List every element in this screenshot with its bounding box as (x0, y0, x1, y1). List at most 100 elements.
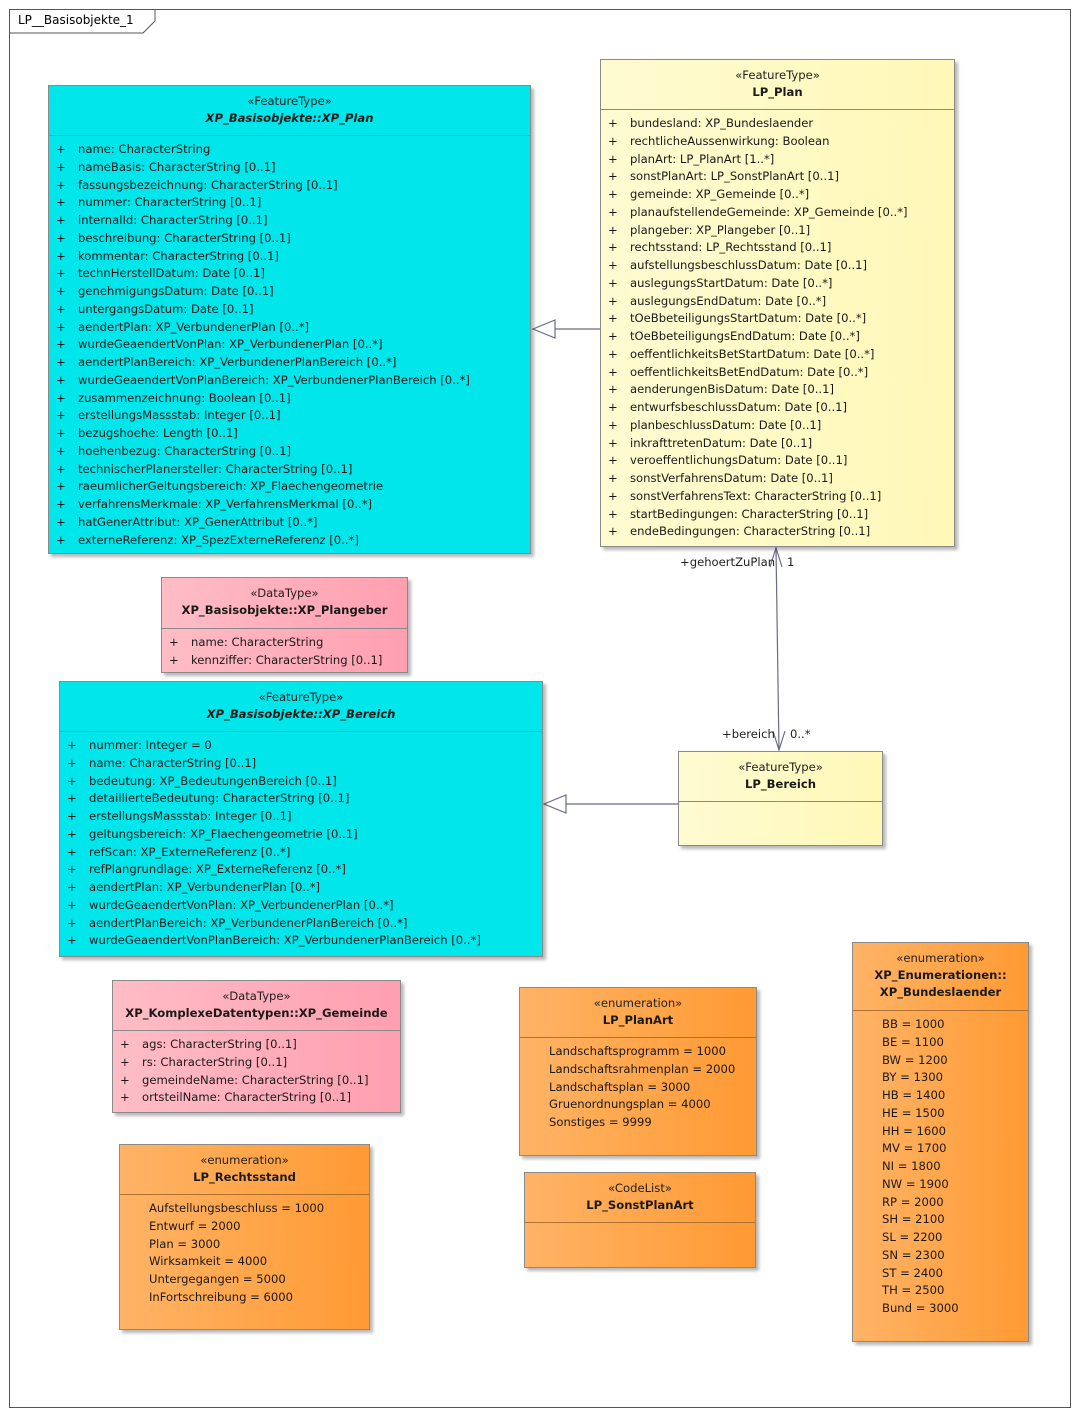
visibility-marker: + (56, 408, 66, 423)
attribute: +planbeschlussDatum: Date [0..1] (601, 417, 954, 435)
visibility-marker: + (608, 116, 618, 130)
attribute-text: plangeber: XP_Plangeber [0..1] (630, 222, 811, 237)
attribute-text: oeffentlichkeitsBetStartDatum: Date [0..… (630, 346, 875, 361)
attribute-text: bedeutung: XP_BedeutungenBereich [0..1] (89, 773, 337, 788)
role-gehoertzuplan: +gehoertZuPlan (680, 555, 776, 569)
enum-literal: BY = 1300 (853, 1069, 1028, 1087)
attribute: +oeffentlichkeitsBetStartDatum: Date [0.… (601, 346, 954, 364)
visibility-marker: + (608, 169, 618, 184)
attribute: +auslegungsStartDatum: Date [0..*] (601, 275, 954, 293)
class-xp-plan[interactable]: «FeatureType» XP_Basisobjekte::XP_Plan +… (48, 85, 531, 554)
attribute-text: technHerstellDatum: Date [0..1] (78, 266, 265, 281)
stereotype: «FeatureType» (738, 760, 823, 774)
class-xp-bereich[interactable]: «FeatureType» XP_Basisobjekte::XP_Bereic… (59, 681, 543, 957)
attribute-text: verfahrensMerkmale: XP_VerfahrensMerkmal… (78, 497, 373, 511)
attribute: +veroeffentlichungsDatum: Date [0..1] (601, 452, 954, 470)
enum-literal: SH = 2100 (853, 1211, 1028, 1229)
attribute-text: nameBasis: CharacterString [0..1] (78, 159, 276, 174)
visibility-marker: + (120, 1037, 130, 1051)
visibility-marker: + (56, 284, 66, 298)
attribute: +plangeber: XP_Plangeber [0..1] (601, 222, 954, 240)
class-lp-sonstplanart[interactable]: «CodeList» LP_SonstPlanArt (524, 1172, 756, 1268)
visibility-marker: + (67, 773, 77, 788)
attribute: +name: CharacterString (49, 141, 530, 159)
attribute-text: inkrafttretenDatum: Date [0..1] (630, 435, 813, 450)
visibility-marker: + (67, 738, 77, 752)
class-lp-planart[interactable]: «enumeration» LP_PlanArt Landschaftsprog… (519, 987, 757, 1156)
attribute: +kennziffer: CharacterString [0..1] (162, 652, 407, 670)
visibility-marker: + (608, 329, 618, 343)
attribute: +sonstPlanArt: LP_SonstPlanArt [0..1] (601, 168, 954, 186)
visibility-marker: + (608, 275, 618, 290)
attribute: + name: CharacterString [0..1] (60, 755, 542, 773)
enum-literal: ST = 2400 (853, 1265, 1028, 1283)
attribute-text: aendertPlan: XP_VerbundenerPlan [0..*] (89, 880, 321, 894)
class-xp-bundeslaender[interactable]: «enumeration» XP_Enumerationen:: XP_Bund… (852, 942, 1029, 1342)
class-xp-plangeber[interactable]: «DataType» XP_Basisobjekte::XP_Plangeber… (161, 577, 408, 673)
attribute: + bundesland: XP_Bundeslaender (601, 115, 954, 133)
visibility-marker: + (67, 755, 77, 770)
literal-text: HH = 1600 (882, 1123, 947, 1138)
attribute: +aendertPlan: XP_VerbundenerPlan [0..*] (60, 879, 542, 897)
attribute: +wurdeGeaendertVonPlan: XP_VerbundenerPl… (49, 336, 530, 354)
attribute: +kommentar: CharacterString [0..1] (49, 248, 530, 266)
literal-text: Bund = 3000 (882, 1301, 959, 1315)
attribute-text: aendertPlanBereich: XP_VerbundenerPlanBe… (89, 915, 408, 930)
literal-text: Sonstiges = 9999 (549, 1115, 652, 1129)
literal-text: SN = 2300 (882, 1247, 945, 1262)
literal-text: ST = 2400 (882, 1265, 944, 1280)
class-name-line2: XP_Bundeslaender (879, 985, 1002, 999)
visibility-marker: + (120, 1072, 130, 1087)
attribute: +inkrafttretenDatum: Date [0..1] (601, 435, 954, 453)
attribute: +technHerstellDatum: Date [0..1] (49, 265, 530, 283)
class-header: «enumeration» LP_PlanArt (520, 988, 756, 1038)
attribute-list: +bundesland: XP_Bundeslaender+rechtliche… (601, 110, 954, 541)
attribute: +tOeBbeteiligungsEndDatum: Date [0..*] (601, 328, 954, 346)
class-lp-rechtsstand[interactable]: «enumeration» LP_Rechtsstand Aufstellung… (119, 1144, 370, 1330)
attribute-text: wurdeGeaendertVonPlanBereich: XP_Verbund… (78, 372, 470, 387)
visibility-marker: + (56, 443, 66, 458)
literal-text: Plan = 3000 (149, 1236, 221, 1251)
visibility-marker: + (56, 301, 66, 316)
enum-literal: SN = 2300 (853, 1247, 1028, 1265)
literal-text: NI = 1800 (882, 1159, 941, 1173)
class-xp-gemeinde[interactable]: «DataType» XP_KomplexeDatentypen::XP_Gem… (112, 980, 401, 1113)
class-lp-plan[interactable]: «FeatureType» LP_Plan + bundesland: XP_Bu… (600, 59, 955, 547)
enum-literal: HE = 1500 (853, 1105, 1028, 1123)
attribute: +sonstVerfahrensDatum: Date [0..1] (601, 470, 954, 488)
attribute-text: rs: CharacterString [0..1] (142, 1054, 288, 1069)
enum-literal: NW = 1900 (853, 1176, 1028, 1194)
attribute-text: nummer: Integer = 0 (89, 738, 212, 752)
enum-literal: HH = 1600 (853, 1123, 1028, 1141)
attribute-text: aendertPlan: XP_VerbundenerPlan [0..*] (78, 319, 310, 334)
attribute-text: erstellungsMassstab: Integer [0..1] (89, 809, 292, 823)
class-header: «FeatureType» LP_Plan (601, 60, 954, 110)
class-header: «FeatureType» XP_Basisobjekte::XP_Plan (49, 86, 530, 136)
visibility-marker: + (67, 826, 77, 841)
attribute: +name: CharacterString (162, 634, 407, 652)
class-lp-bereich[interactable]: «FeatureType» LP_Bereich (678, 751, 883, 846)
stereotype: «CodeList» (608, 1181, 672, 1195)
attribute: +ortsteilName: CharacterString [0..1] (113, 1089, 400, 1107)
attribute-text: name: CharacterString [0..1] (89, 755, 257, 770)
literal-text: Untergegangen = 5000 (149, 1272, 286, 1286)
attribute-text: gemeinde: XP_Gemeinde [0..*] (630, 187, 810, 201)
literal-text: Wirksamkeit = 4000 (149, 1254, 268, 1269)
visibility-marker: + (608, 240, 618, 255)
attribute-text: genehmigungsDatum: Date [0..1] (78, 284, 274, 298)
visibility-marker: + (56, 355, 66, 369)
visibility-marker: + (67, 933, 77, 948)
attribute-text: bundesland: XP_Bundeslaender (630, 116, 814, 130)
enum-literal: Untergegangen = 5000 (120, 1271, 369, 1289)
attribute-text: hatGenerAttribut: XP_GenerAttribut [0..*… (78, 514, 318, 529)
visibility-marker: + (56, 461, 66, 476)
visibility-marker: + (56, 426, 66, 440)
visibility-marker: + (608, 453, 618, 468)
attribute: +aendertPlanBereich: XP_VerbundenerPlanB… (49, 354, 530, 372)
attribute-text: entwurfsbeschlussDatum: Date [0..1] (630, 400, 848, 414)
attribute: + genehmigungsDatum: Date [0..1] (49, 283, 530, 301)
stereotype: «FeatureType» (247, 94, 332, 108)
attribute-text: wurdeGeaendertVonPlan: XP_VerbundenerPla… (78, 337, 383, 352)
attribute: +aenderungenBisDatum: Date [0..1] (601, 381, 954, 399)
